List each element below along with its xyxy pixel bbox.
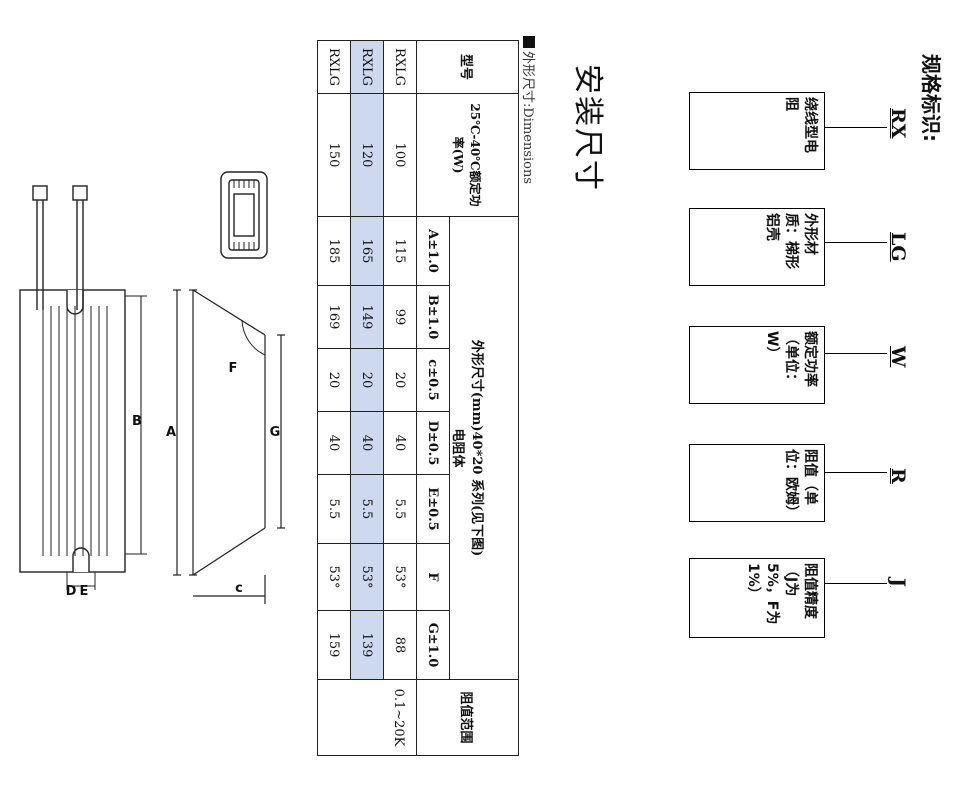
side-profile-drawing — [173, 289, 285, 604]
label-g: G — [270, 425, 281, 440]
label-a: A — [166, 425, 176, 440]
end-view-drawing — [220, 171, 268, 259]
label-e: E — [80, 584, 89, 599]
label-c: c — [235, 581, 243, 596]
label-f: F — [229, 361, 238, 376]
top-view-labels: B E D — [66, 414, 142, 599]
label-d: D — [66, 584, 77, 599]
top-view-drawing — [19, 185, 147, 590]
label-b: B — [132, 414, 142, 429]
side-profile-labels: A G F c — [166, 361, 280, 596]
